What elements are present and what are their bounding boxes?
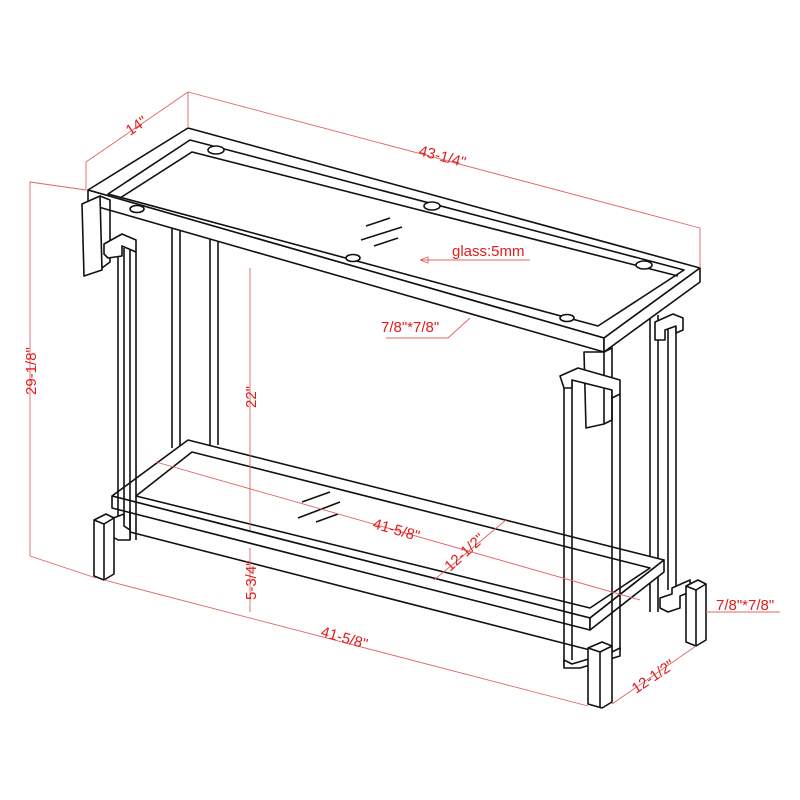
label-top-depth: 14" [123,113,151,139]
label-shelf-height: 5-3/4" [243,560,260,600]
top-frame [87,127,701,353]
label-base-depth: 12-1/2" [629,656,678,697]
label-base-length: 41-5/8" [319,624,370,654]
lower-shelf [111,439,665,651]
label-frame-tube-size: 7/8"*7/8" [381,319,439,336]
dimension-lines [29,91,780,707]
front-right-leg-frame [559,346,621,709]
label-glass-thickness: glass:5mm [452,243,525,260]
label-top-width: 43-1/4" [417,142,468,171]
back-right-leg-frame [649,313,707,647]
front-left-leg-frame [81,195,137,581]
label-overall-height: 29-1/8" [23,347,40,395]
label-shelf-to-top: 22" [243,386,260,408]
label-leg-tube-size: 7/8"*7/8" [716,597,774,614]
